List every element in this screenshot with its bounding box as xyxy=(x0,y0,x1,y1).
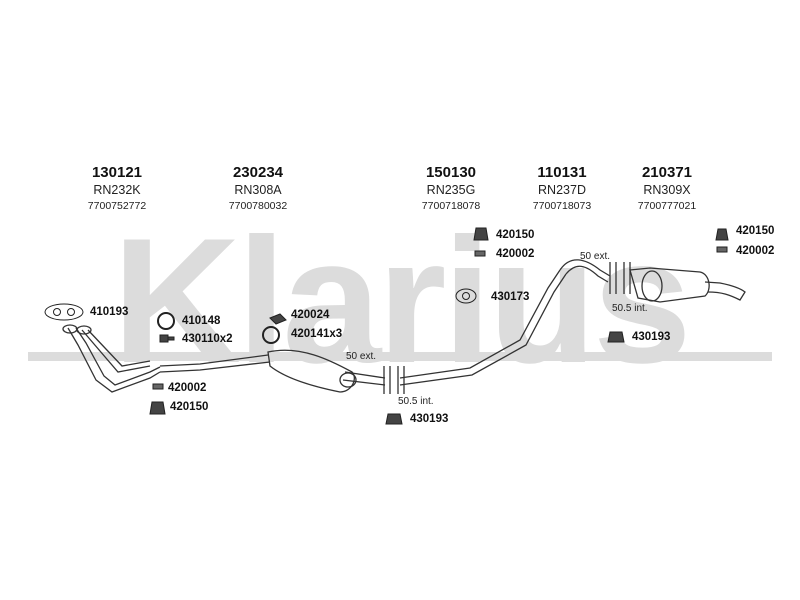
oem-number: 7700752772 xyxy=(87,200,147,212)
column-230234: 230234 RN308A 7700780032 xyxy=(198,164,318,213)
label-420150-front: 420150 xyxy=(170,401,209,413)
note-50-5-int-rear: 50.5 int. xyxy=(612,303,648,314)
part-number: 210371 xyxy=(641,164,693,181)
rear-pipe xyxy=(559,259,631,294)
label-420150-centre: 420150 xyxy=(496,229,535,241)
watermark-underline xyxy=(28,352,772,361)
part-reference: RN309X xyxy=(643,183,691,197)
label-430193-centre: 430193 xyxy=(410,413,449,425)
clamp-430173-icon xyxy=(455,288,477,304)
centre-silencer xyxy=(159,349,386,393)
clamp-420024-icon xyxy=(269,313,287,325)
oem-number: 7700718073 xyxy=(532,200,592,212)
note-50-ext-rear: 50 ext. xyxy=(580,251,611,262)
part-reference: RN308A xyxy=(234,183,282,197)
column-210371: 210371 RN309X 7700777021 xyxy=(607,164,727,213)
part-reference: RN235G xyxy=(426,183,476,197)
column-130121: 130121 RN232K 7700752772 xyxy=(57,164,177,213)
mount-420150-icon xyxy=(473,227,489,241)
part-reference: RN232K xyxy=(93,183,141,197)
part-number: 230234 xyxy=(232,164,284,181)
label-430173: 430173 xyxy=(491,291,530,303)
part-reference: RN237D xyxy=(538,183,586,197)
part-number: 130121 xyxy=(91,164,143,181)
part-number: 150130 xyxy=(425,164,477,181)
mount-430193-icon xyxy=(385,413,403,425)
front-downpipe xyxy=(62,324,161,393)
label-420141: 420141x3 xyxy=(291,328,343,340)
mount-420150-icon xyxy=(149,401,166,415)
oem-number: 7700777021 xyxy=(637,200,697,212)
oem-number: 7700780032 xyxy=(228,200,288,212)
bolt-420141-icon xyxy=(262,326,280,344)
centre-pipe xyxy=(383,269,567,394)
label-420002-centre: 420002 xyxy=(496,248,535,260)
label-420024: 420024 xyxy=(291,309,330,321)
part-number: 110131 xyxy=(537,164,587,181)
clamp-420002-icon xyxy=(716,246,728,253)
clamp-420002-icon xyxy=(474,250,486,257)
note-50-ext-centre: 50 ext. xyxy=(346,351,377,362)
oem-number: 7700718078 xyxy=(421,200,481,212)
label-430193-rear: 430193 xyxy=(632,331,671,343)
bolt-430110-icon xyxy=(159,334,175,343)
mount-430193-icon xyxy=(607,331,625,343)
gasket-410193-icon xyxy=(44,303,84,321)
label-420002-rear: 420002 xyxy=(736,245,775,257)
rear-silencer xyxy=(629,267,746,303)
label-420150-rear: 420150 xyxy=(736,225,775,237)
label-430110: 430110x2 xyxy=(182,333,233,345)
watermark-text: Klarius xyxy=(112,201,687,400)
column-110131: 110131 RN237D 7700718073 xyxy=(502,164,622,213)
clamp-420002-icon xyxy=(152,383,164,390)
label-410148: 410148 xyxy=(182,315,221,327)
mount-420150-icon xyxy=(715,228,729,241)
label-420002-front: 420002 xyxy=(168,382,207,394)
ring-410148-icon xyxy=(157,312,175,330)
note-50-5-int-centre: 50.5 int. xyxy=(398,396,434,407)
label-410193: 410193 xyxy=(90,306,129,318)
column-150130: 150130 RN235G 7700718078 xyxy=(391,164,511,213)
